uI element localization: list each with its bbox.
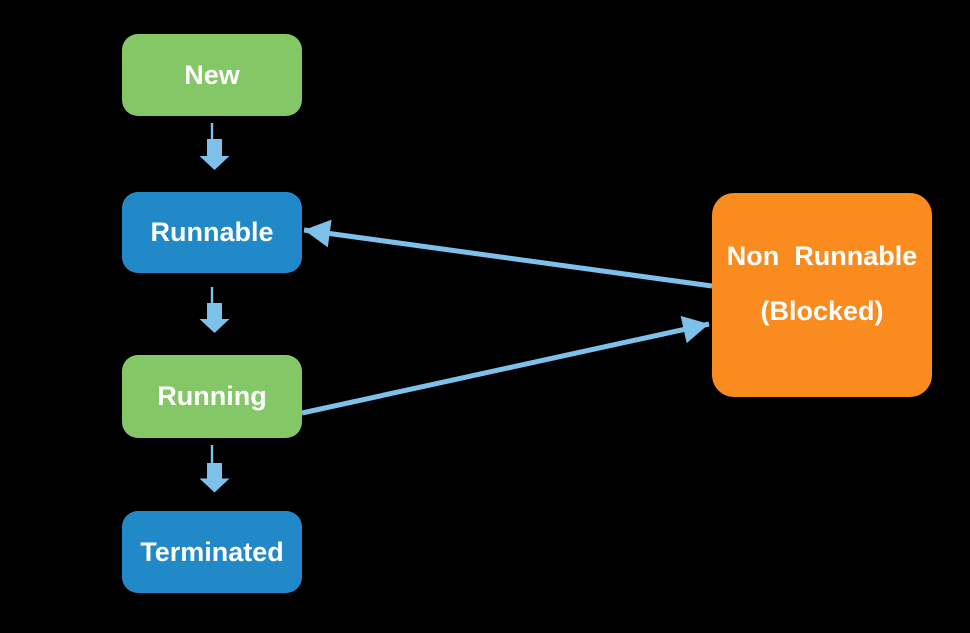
state-terminated-label: Terminated bbox=[140, 536, 284, 567]
state-non-runnable: Non Runnable (Blocked) bbox=[712, 193, 932, 397]
state-new-label: New bbox=[184, 59, 240, 90]
state-terminated: Terminated bbox=[122, 511, 302, 593]
state-non-runnable-label-line2: (Blocked) bbox=[760, 296, 884, 326]
state-running-label: Running bbox=[157, 381, 267, 411]
state-runnable: Runnable bbox=[122, 192, 302, 273]
state-new: New bbox=[122, 34, 302, 116]
arrow-nonrunnable-to-runnable-icon bbox=[303, 219, 713, 289]
state-runnable-label: Runnable bbox=[150, 217, 274, 247]
state-running: Running bbox=[122, 355, 302, 438]
arrow-new-to-runnable-icon bbox=[199, 123, 230, 170]
arrow-running-to-nonrunnable-icon bbox=[301, 315, 710, 416]
arrow-runnable-to-running-icon bbox=[199, 287, 230, 333]
state-non-runnable-label-line1: Non Runnable bbox=[726, 241, 918, 271]
arrow-running-to-terminated-icon bbox=[199, 445, 230, 493]
